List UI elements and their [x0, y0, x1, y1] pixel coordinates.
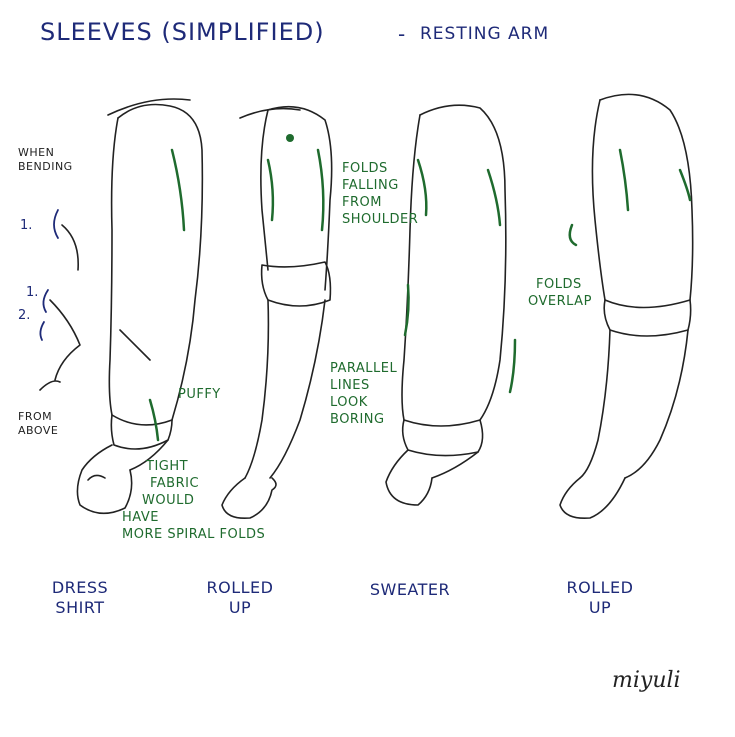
caption-sweater: SWEATER [369, 580, 451, 599]
bend-mark [42, 289, 49, 313]
arm-sweater [385, 104, 507, 506]
fold-line [568, 223, 578, 247]
bending-sketches [39, 224, 81, 391]
fold-line [316, 148, 325, 232]
folds-overlap-annotation: FOLDS OVERLAP [528, 277, 592, 309]
shoulder-dot [286, 134, 294, 142]
page-title: SLEEVES (SIMPLIFIED) [40, 18, 325, 46]
artist-signature: miyuli [612, 668, 681, 693]
title-dash: - [398, 22, 407, 46]
caption-rolled-up-2: ROLLED UP [566, 578, 634, 617]
fold-line [266, 158, 275, 222]
bend-number-1b: 1. [26, 285, 39, 300]
from-above-label: FROM ABOVE [18, 410, 59, 437]
parallel-lines-annotation: PARALLEL LINES LOOK BORING [330, 361, 398, 427]
fold-line [170, 148, 186, 232]
bend-mark [39, 321, 45, 341]
when-bending-label: WHEN BENDING [18, 146, 73, 173]
arm-rolled-up-2 [559, 93, 694, 520]
fold-line [403, 283, 410, 337]
tight-fabric-annotation: TIGHT FABRIC WOULD HAVE MORE SPIRAL FOLD… [122, 459, 266, 542]
caption-dress-shirt: DRESS SHIRT [51, 578, 109, 617]
fold-line [618, 148, 630, 212]
fold-line [678, 168, 692, 202]
puffy-annotation: PUFFY [178, 387, 221, 402]
fold-line [486, 168, 502, 227]
arm-rolled-up [221, 105, 333, 520]
caption-rolled-up: ROLLED UP [206, 578, 274, 617]
fold-line [148, 398, 160, 442]
fold-line [416, 158, 428, 217]
page-subtitle: RESTING ARM [420, 24, 550, 44]
bend-number-1: 1. [20, 218, 33, 233]
arm-dress-shirt [76, 98, 204, 515]
fold-line [508, 338, 517, 394]
bend-number-2: 2. [18, 308, 31, 323]
bend-mark [53, 209, 59, 239]
folds-falling-annotation: FOLDS FALLING FROM SHOULDER [342, 161, 419, 227]
